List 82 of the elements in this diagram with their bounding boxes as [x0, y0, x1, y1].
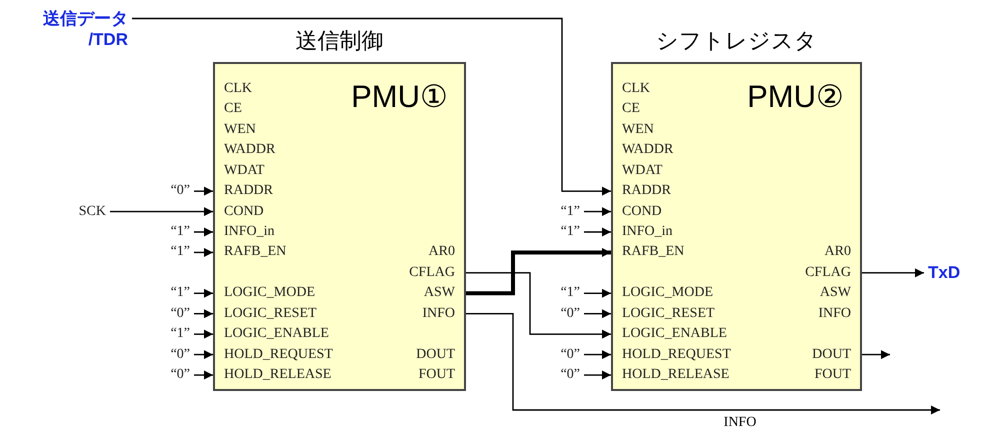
signal-label: “1” [170, 324, 190, 344]
pin-label: HOLD_REQUEST [213, 344, 333, 365]
pin-label: WEN [213, 120, 256, 140]
pin-label: LOGIC_MODE [611, 283, 713, 304]
signal-label: “0” [170, 304, 190, 324]
pin-label: RAFB_EN [213, 242, 286, 262]
signal-label: “0” [560, 344, 580, 365]
arrow [584, 350, 611, 360]
pin-label: WEN [611, 120, 654, 140]
pin-label: CFLAG [409, 262, 466, 283]
pin-label: CFLAG [805, 262, 862, 283]
arrow [110, 207, 213, 216]
pin-label: RAFB_EN [611, 242, 684, 262]
arrow [194, 330, 213, 339]
arrow [194, 228, 213, 236]
pin-label: FOUT [814, 365, 862, 386]
pin-label: CLK [213, 79, 252, 99]
signal-label: “1” [170, 283, 190, 304]
signal-label: “0” [170, 344, 190, 365]
module-heading: シフトレジスタ [656, 28, 817, 56]
pin-label: LOGIC_ENABLE [213, 324, 329, 344]
arrow [194, 186, 213, 196]
pin-label: RADDR [611, 181, 672, 202]
pin-label: WADDR [213, 140, 276, 160]
pin-label: HOLD_RELEASE [611, 365, 730, 386]
arrow [862, 350, 890, 360]
arrow [194, 309, 213, 318]
pin-label: AR0 [824, 242, 862, 262]
pin-label: COND [611, 202, 662, 222]
signal-label: SCK [78, 202, 106, 222]
arrow [466, 248, 611, 296]
arrow [584, 370, 611, 380]
signal-label: “0” [170, 181, 190, 202]
pin-label: LOGIC_RESET [213, 304, 317, 324]
module-heading: 送信制御 [296, 28, 384, 56]
signal-label: “1” [170, 222, 190, 242]
pin-label: LOGIC_ENABLE [611, 324, 727, 344]
signal-label: “1” [170, 242, 190, 262]
arrow [194, 370, 213, 380]
signal-label: “1” [560, 283, 580, 304]
pin-label: WADDR [611, 140, 674, 160]
arrow [862, 268, 924, 278]
arrow [194, 350, 213, 360]
arrow [194, 288, 213, 298]
signal-label: 送信データ /TDR [10, 8, 128, 50]
pin-label: RADDR [213, 181, 274, 202]
pin-label: INFO_in [611, 222, 673, 242]
pin-label: WDAT [611, 160, 662, 181]
signal-label: “1” [560, 202, 580, 222]
arrow [584, 309, 611, 318]
signal-label: TxD [928, 262, 960, 283]
pin-label: HOLD_RELEASE [213, 365, 332, 386]
pin-label: CE [611, 99, 640, 120]
pin-label: DOUT [416, 344, 466, 365]
arrow [466, 313, 940, 414]
pin-label: AR0 [428, 242, 466, 262]
module-title: PMU② [747, 80, 844, 114]
pin-label: DOUT [812, 344, 862, 365]
arrow [194, 248, 213, 257]
signal-label: “0” [560, 365, 580, 386]
pin-label: CE [213, 99, 242, 120]
pin-label: CLK [611, 79, 650, 99]
pin-label: INFO [818, 304, 862, 324]
signal-label: “0” [560, 304, 580, 324]
pin-label: ASW [424, 283, 466, 304]
pin-label: LOGIC_MODE [213, 283, 315, 304]
arrow [132, 18, 611, 196]
pin-label: LOGIC_RESET [611, 304, 715, 324]
pin-label: WDAT [213, 160, 264, 181]
pin-label: HOLD_REQUEST [611, 344, 731, 365]
pin-label: ASW [820, 283, 862, 304]
signal-label: “0” [170, 365, 190, 386]
arrow [584, 207, 611, 216]
arrow [584, 288, 611, 298]
pin-label: INFO_in [213, 222, 275, 242]
pin-label: FOUT [418, 365, 466, 386]
signal-label: “1” [560, 222, 580, 242]
arrow [466, 272, 611, 339]
arrow [584, 228, 611, 236]
module-title: PMU① [351, 80, 448, 114]
pin-label: INFO [422, 304, 466, 324]
pin-label: COND [213, 202, 264, 222]
